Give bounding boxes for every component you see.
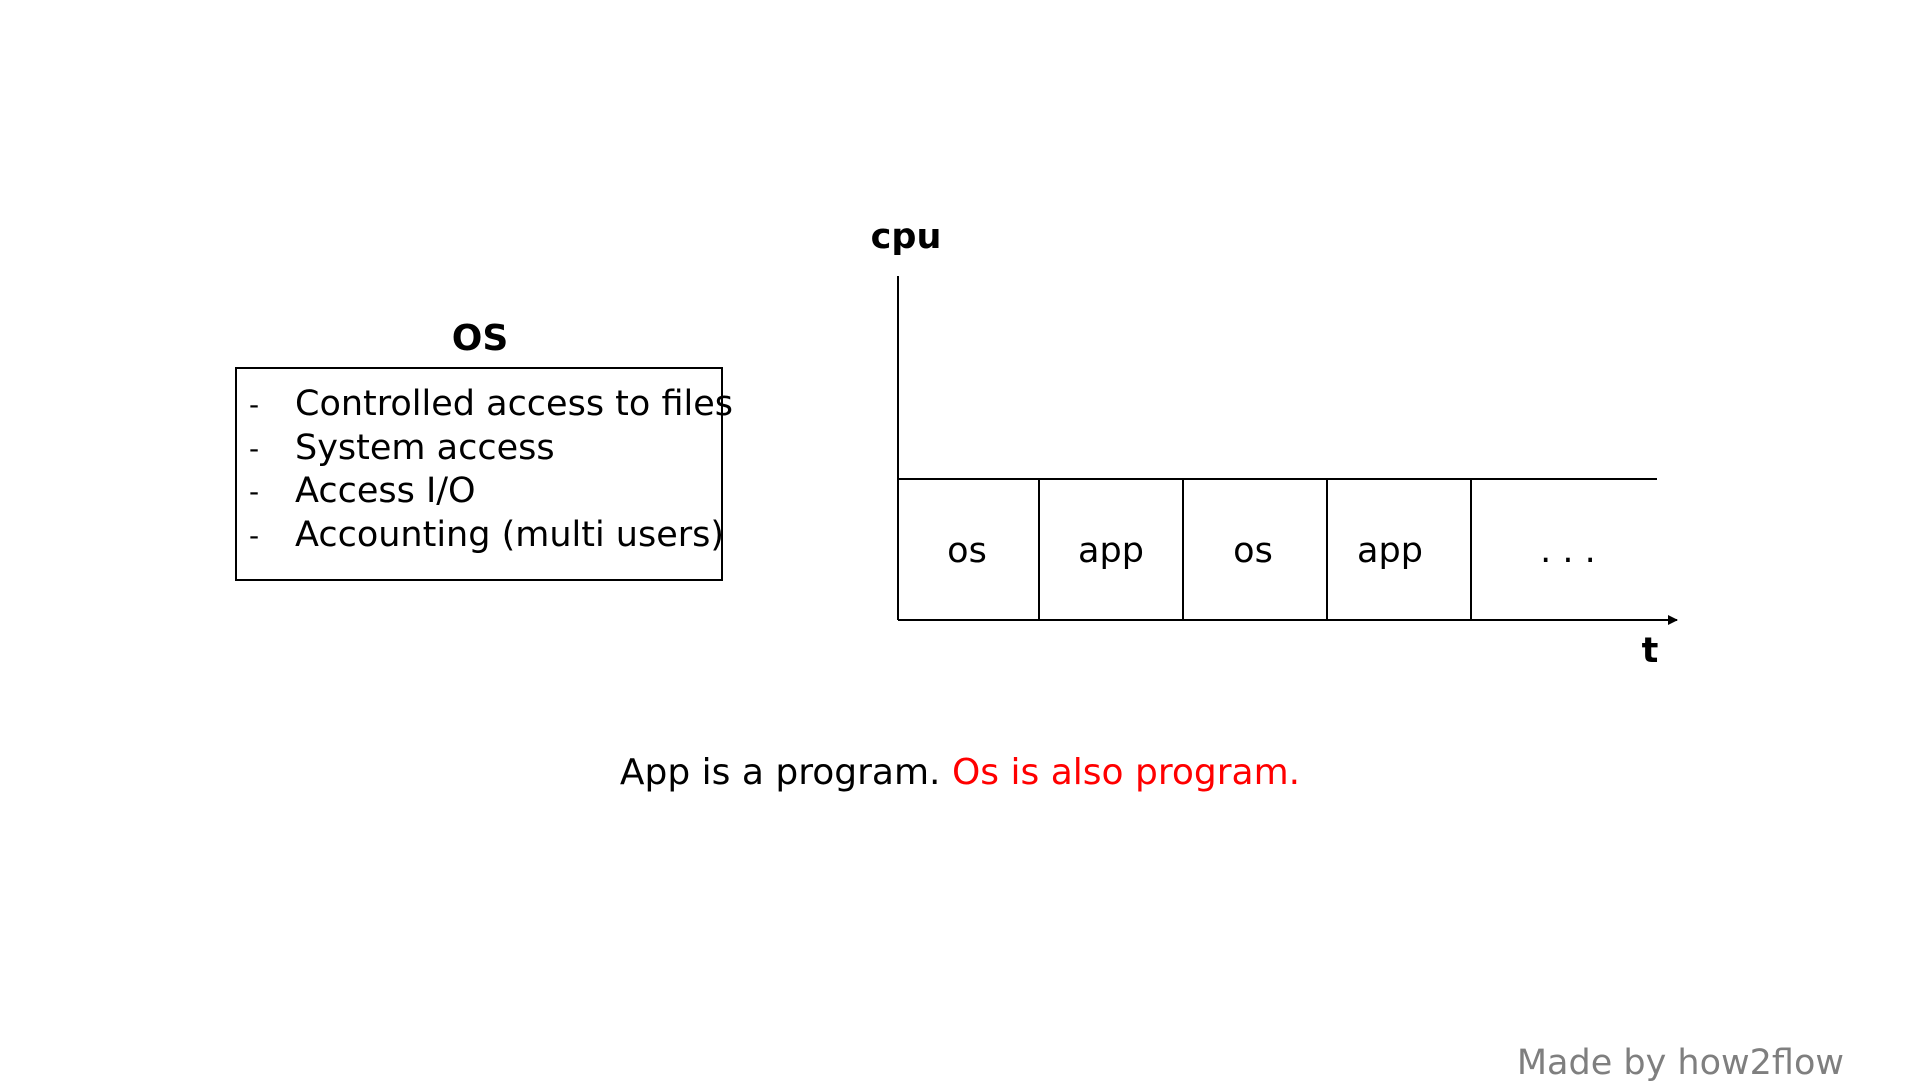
os-feature-text: Access I/O	[295, 471, 476, 511]
os-feature-item: - System access	[237, 427, 721, 471]
y-axis-label: cpu	[871, 217, 942, 257]
bullet-dash: -	[249, 388, 260, 421]
timeline-cell-ellipsis: . . .	[1540, 531, 1596, 571]
os-feature-text: System access	[295, 427, 555, 468]
timeline-cell-os: os	[1233, 531, 1273, 571]
timeline-cell-os: os	[947, 531, 987, 571]
credit-text: Made by how2flow	[1516, 1043, 1844, 1083]
caption-part1: App is a program.	[619, 752, 941, 793]
caption-highlight: Os is also program.	[951, 752, 1301, 793]
bullet-dash: -	[249, 431, 260, 465]
os-feature-list: - Controlled access to files - System ac…	[237, 369, 733, 558]
caption: App is a program. Os is also program.	[0, 748, 1920, 798]
timeline-cell-app: app	[1078, 531, 1144, 571]
os-feature-item: - Controlled access to files	[237, 383, 733, 427]
os-feature-item: - Access I/O	[237, 470, 721, 514]
os-feature-text: Controlled access to files	[295, 384, 733, 424]
x-axis-label: t	[1642, 631, 1659, 671]
os-title: OS	[451, 318, 509, 359]
os-feature-text: Accounting (multi users)	[295, 514, 725, 555]
os-feature-box: - Controlled access to files - System ac…	[235, 367, 733, 581]
bullet-dash: -	[249, 518, 260, 552]
os-feature-item: - Accounting (multi users)	[237, 514, 725, 558]
timeline-cell-app: app	[1357, 531, 1423, 571]
bullet-dash: -	[249, 475, 260, 508]
